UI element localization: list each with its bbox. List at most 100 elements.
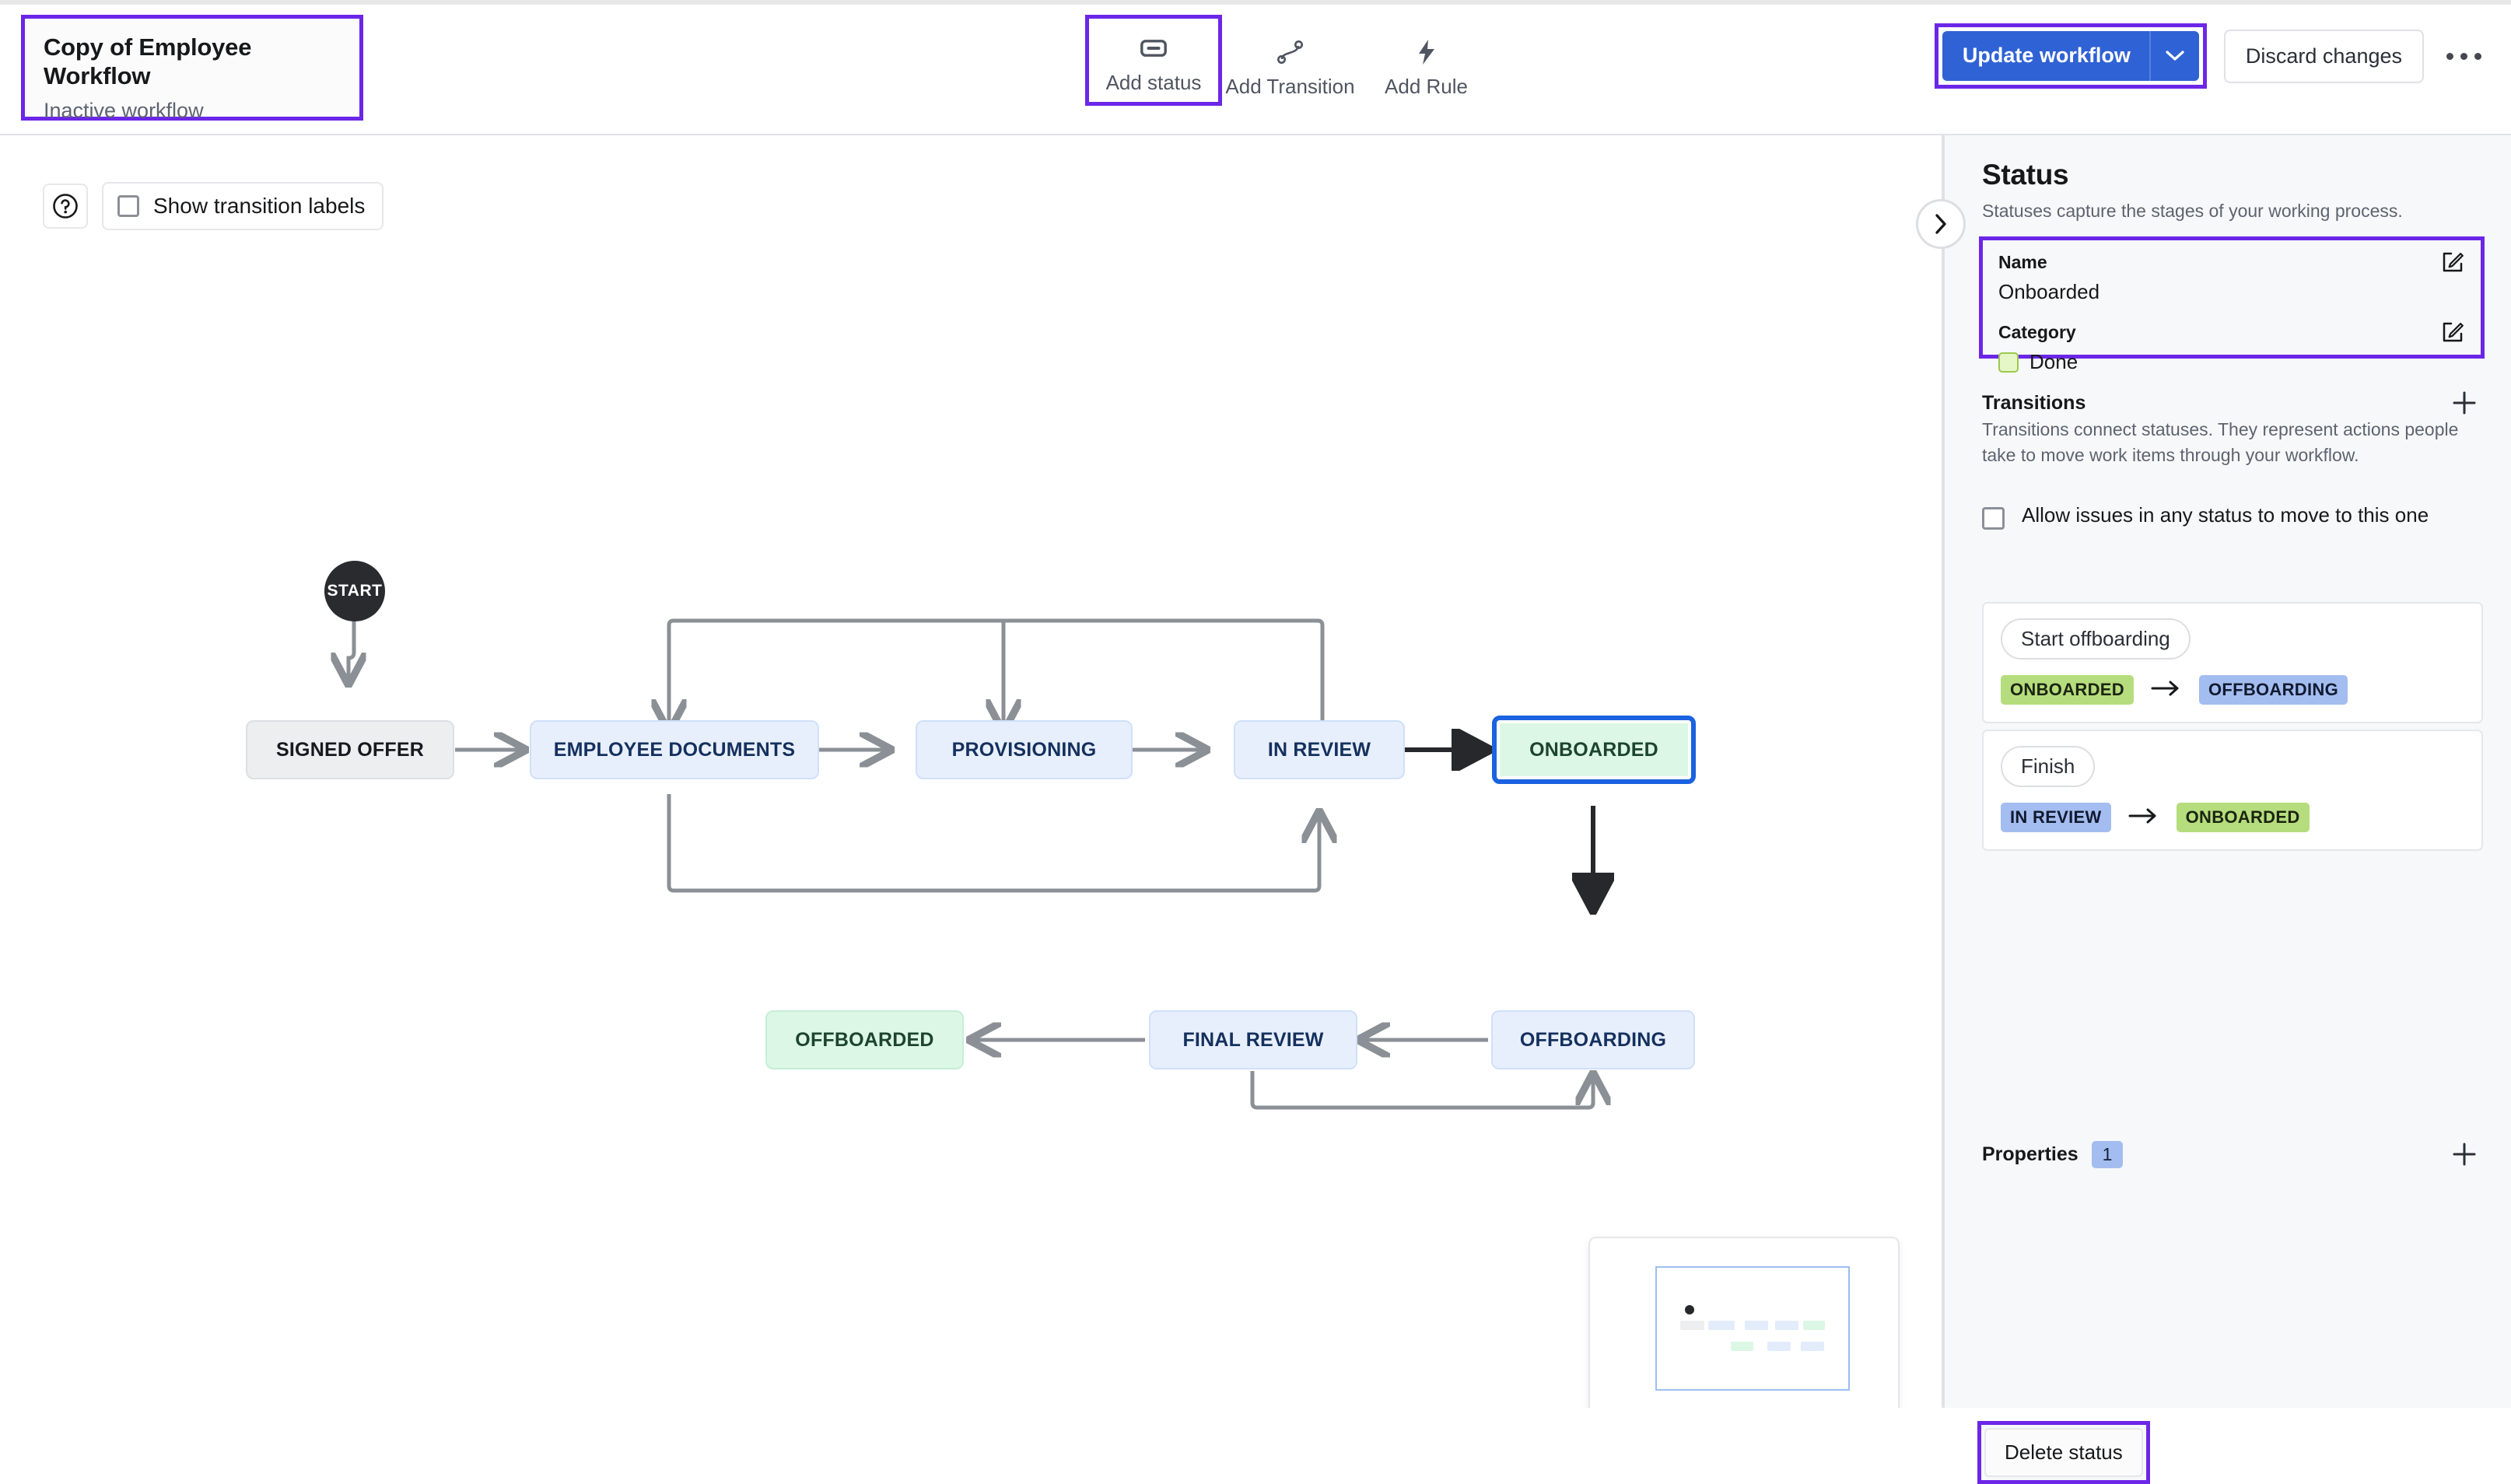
- add-rule-button[interactable]: Add Rule: [1358, 19, 1494, 110]
- properties-title: Properties: [1982, 1143, 2078, 1165]
- category-field-row: Category: [1998, 321, 2464, 343]
- discard-changes-button[interactable]: Discard changes: [2223, 29, 2424, 83]
- workflow-title-block: Copy of Employee Workflow Inactive workf…: [21, 15, 363, 123]
- canvas-controls: Show transition labels: [43, 182, 384, 230]
- node-label: FINAL REVIEW: [1182, 1028, 1324, 1051]
- minimap-panel[interactable]: [1588, 1237, 1900, 1408]
- properties-count-badge: 1: [2091, 1140, 2124, 1168]
- delete-status-button[interactable]: Delete status: [1984, 1428, 2143, 1477]
- node-label: OFFBOARDING: [1519, 1028, 1667, 1051]
- arrow-right-icon: [2151, 680, 2182, 701]
- workflow-status-subtitle: Inactive workflow: [44, 99, 204, 123]
- update-workflow-button[interactable]: Update workflow: [1942, 31, 2199, 81]
- node-start-label: START: [327, 582, 383, 600]
- lightning-bolt-icon: [1417, 34, 1437, 70]
- more-horizontal-icon: [2474, 52, 2481, 60]
- minimap-node: [1767, 1342, 1791, 1351]
- chevron-right-icon: [1935, 214, 1946, 234]
- update-workflow-highlight: Update workflow: [1934, 23, 2207, 89]
- add-rule-label: Add Rule: [1385, 75, 1468, 98]
- add-transition-label: Add Transition: [1225, 75, 1355, 98]
- more-options-button[interactable]: [2435, 32, 2492, 80]
- node-label: ONBOARDED: [1529, 738, 1658, 761]
- node-start[interactable]: START: [324, 561, 385, 621]
- transition-flow: ONBOARDED OFFBOARDING: [2001, 675, 2464, 705]
- minimap-node: [1803, 1321, 1825, 1330]
- minimap-node: [1745, 1321, 1768, 1330]
- transition-name[interactable]: Start offboarding: [2001, 618, 2191, 660]
- node-in-review[interactable]: IN REVIEW: [1234, 720, 1405, 779]
- name-field-row: Name: [1998, 251, 2464, 273]
- node-final-review[interactable]: FINAL REVIEW: [1149, 1010, 1357, 1069]
- name-label: Name: [1998, 251, 2047, 272]
- transition-to-status: OFFBOARDING: [2198, 675, 2348, 705]
- transition-node-icon: [1277, 34, 1304, 70]
- more-horizontal-icon: [2446, 52, 2453, 60]
- minimap-start-dot: [1685, 1305, 1694, 1314]
- category-value-row: Done: [1998, 350, 2464, 374]
- edit-name-button[interactable]: [2442, 251, 2464, 273]
- transition-to-status: ONBOARDED: [2176, 803, 2310, 832]
- edit-category-button[interactable]: [2442, 321, 2464, 343]
- status-rect-icon: [1140, 30, 1167, 66]
- show-transition-labels-label: Show transition labels: [153, 194, 366, 218]
- transitions-section-header: Transitions: [1982, 386, 2481, 420]
- transition-card[interactable]: Finish IN REVIEW ONBOARDED: [1982, 730, 2483, 851]
- node-offboarded[interactable]: OFFBOARDED: [765, 1010, 964, 1069]
- update-workflow-dropdown-button[interactable]: [2151, 31, 2199, 81]
- status-name-category-card: Name Onboarded Category Done: [1979, 236, 2485, 373]
- allow-any-status-checkbox[interactable]: [1982, 507, 2005, 530]
- node-onboarded[interactable]: ONBOARDED: [1492, 716, 1696, 784]
- transition-card[interactable]: Start offboarding ONBOARDED OFFBOARDING: [1982, 602, 2483, 723]
- workflow-edges: [0, 618, 1940, 1110]
- properties-title-group: Properties 1: [1982, 1140, 2124, 1168]
- node-signed-offer[interactable]: SIGNED OFFER: [246, 720, 454, 779]
- add-status-label: Add status: [1105, 71, 1202, 94]
- plus-icon: [2453, 391, 2476, 415]
- collapse-panel-button[interactable]: [1916, 199, 1966, 249]
- edit-pencil-icon: [2443, 252, 2464, 272]
- panel-subtitle: Statuses capture the stages of your work…: [1982, 201, 2403, 221]
- page-title: Copy of Employee Workflow: [44, 33, 252, 90]
- transition-name[interactable]: Finish: [2001, 746, 2096, 787]
- delete-status-highlight: Delete status: [1977, 1421, 2150, 1484]
- header-actions: Update workflow Discard changes: [1934, 23, 2492, 89]
- allow-any-status-label: Allow issues in any status to move to th…: [2022, 503, 2429, 527]
- node-offboarding[interactable]: OFFBOARDING: [1491, 1010, 1695, 1069]
- diagram-toolbar: Add status Add Transition Add Rule: [1085, 15, 1494, 110]
- workflow-canvas[interactable]: Show transition labels: [0, 135, 1940, 1408]
- node-provisioning[interactable]: PROVISIONING: [916, 720, 1133, 779]
- help-button[interactable]: [43, 184, 88, 229]
- status-details-panel: Status Statuses capture the stages of yo…: [1916, 135, 2511, 1484]
- panel-title: Status: [1982, 159, 2069, 191]
- chevron-down-icon: [2166, 51, 2184, 61]
- add-transition-plus-button[interactable]: [2447, 386, 2481, 420]
- transition-from-status: ONBOARDED: [2001, 675, 2134, 705]
- plus-icon: [2453, 1143, 2476, 1166]
- add-status-button[interactable]: Add status: [1085, 15, 1222, 106]
- node-label: OFFBOARDED: [795, 1028, 934, 1051]
- show-transition-labels-checkbox[interactable]: [117, 195, 139, 217]
- transitions-description: Transitions connect statuses. They repre…: [1982, 419, 2459, 465]
- allow-any-status-row[interactable]: Allow issues in any status to move to th…: [1982, 501, 2464, 530]
- node-employee-documents[interactable]: EMPLOYEE DOCUMENTS: [530, 720, 819, 779]
- category-label: Category: [1998, 321, 2076, 342]
- show-transition-labels-toggle[interactable]: Show transition labels: [102, 182, 384, 230]
- arrow-right-icon: [2128, 807, 2159, 828]
- minimap-node: [1801, 1342, 1824, 1351]
- more-horizontal-icon: [2460, 52, 2467, 60]
- app-header: Copy of Employee Workflow Inactive workf…: [0, 0, 2511, 135]
- transition-flow: IN REVIEW ONBOARDED: [2001, 803, 2464, 832]
- update-button-divider: [2149, 31, 2151, 81]
- transitions-title: Transitions: [1982, 391, 2086, 414]
- edit-pencil-icon: [2443, 322, 2464, 342]
- category-value: Done: [2029, 350, 2078, 373]
- add-transition-button[interactable]: Add Transition: [1222, 19, 1358, 110]
- node-label: SIGNED OFFER: [276, 738, 424, 761]
- name-value: Onboarded: [1998, 280, 2100, 303]
- minimap-viewport[interactable]: [1655, 1266, 1850, 1391]
- add-property-plus-button[interactable]: [2447, 1137, 2481, 1171]
- minimap-node: [1680, 1321, 1704, 1330]
- node-label: IN REVIEW: [1267, 738, 1371, 761]
- question-circle-icon: [53, 194, 78, 219]
